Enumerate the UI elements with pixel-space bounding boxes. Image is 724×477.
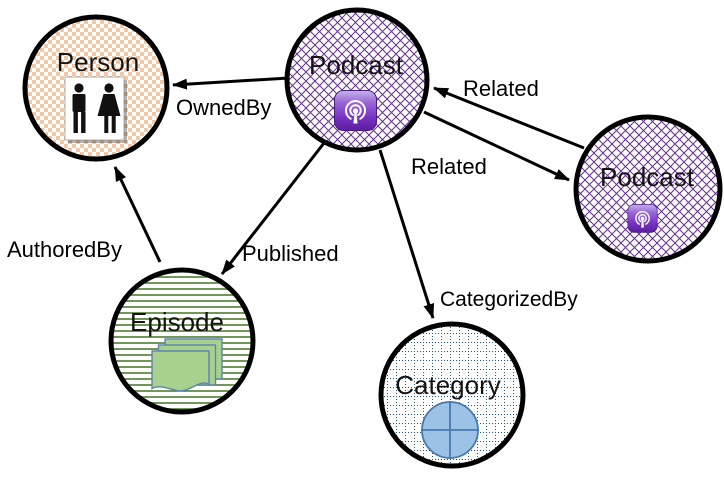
node-podcast-related-label: Podcast bbox=[600, 162, 695, 192]
edge-published-line bbox=[220, 142, 326, 275]
edge-ownedby-label: OwnedBy bbox=[176, 95, 271, 120]
edge-related-bottom-line bbox=[423, 110, 570, 182]
edge-ownedby[interactable]: OwnedBy bbox=[172, 76, 290, 120]
edge-authoredby-label: AuthoredBy bbox=[7, 237, 122, 262]
node-podcast-main-label: Podcast bbox=[309, 50, 404, 80]
node-person[interactable]: Person bbox=[22, 14, 170, 162]
restroom-people-icon bbox=[64, 76, 127, 143]
node-category-label: Category bbox=[395, 370, 501, 400]
edge-related-top[interactable]: Related bbox=[433, 76, 585, 150]
podcast-icon bbox=[333, 89, 378, 132]
edge-related-top-line bbox=[433, 86, 585, 150]
edge-categorizedby-line bbox=[378, 149, 435, 319]
edge-published[interactable]: Published bbox=[220, 142, 339, 275]
node-podcast-related[interactable]: Podcast bbox=[573, 114, 723, 264]
edge-categorizedby[interactable]: CategorizedBy bbox=[378, 149, 578, 319]
node-category-circle bbox=[378, 321, 526, 469]
node-podcast-main-circle bbox=[284, 7, 430, 153]
edge-categorizedby-label: CategorizedBy bbox=[440, 288, 578, 311]
pie-chart-circle-icon bbox=[421, 401, 479, 459]
edge-related-top-label: Related bbox=[463, 76, 539, 101]
node-podcast-main[interactable]: Podcast bbox=[284, 7, 430, 153]
podcast-icon bbox=[627, 203, 658, 234]
edge-related-bottom-label: Related bbox=[411, 154, 487, 179]
node-category[interactable]: Category bbox=[378, 321, 526, 469]
edge-published-label: Published bbox=[242, 241, 339, 266]
node-person-label: Person bbox=[57, 47, 139, 77]
node-episode-label: Episode bbox=[130, 307, 224, 337]
node-podcast-related-circle bbox=[573, 114, 723, 264]
edge-authoredby[interactable]: AuthoredBy bbox=[7, 166, 162, 263]
edge-related-bottom[interactable]: Related bbox=[411, 110, 570, 182]
edge-ownedby-line bbox=[172, 76, 290, 90]
node-episode[interactable]: Episode bbox=[108, 267, 256, 415]
edge-authoredby-line bbox=[113, 166, 162, 263]
document-stack-icon bbox=[151, 338, 223, 392]
